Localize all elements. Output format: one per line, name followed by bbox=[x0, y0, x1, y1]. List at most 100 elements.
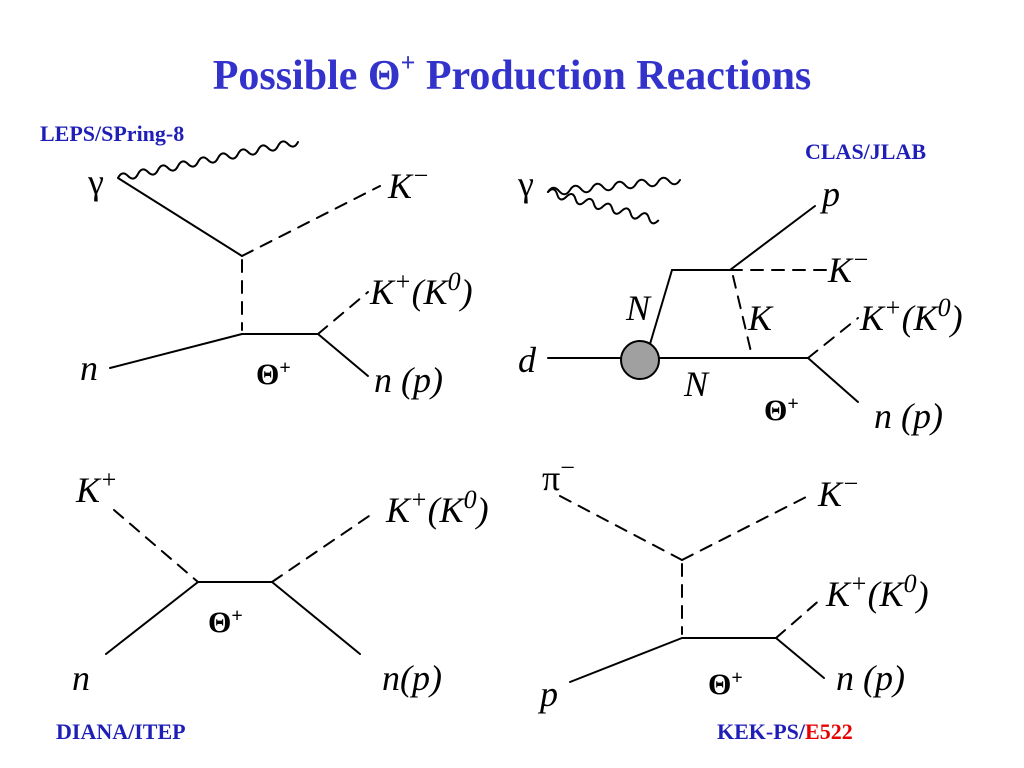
k-minus-label-kek-k: K bbox=[817, 474, 844, 514]
kaon-out-label-diana: K+(K0) bbox=[385, 485, 489, 530]
theta-label-kek-symbol: Θ bbox=[708, 668, 731, 701]
diagram-clas: γ p K− N K d N K+(K0) n (p) Θ+ bbox=[517, 164, 963, 436]
pi-minus-label-kek-pi: π bbox=[542, 458, 560, 498]
k-plus-in-label-diana-k: K bbox=[75, 470, 102, 510]
nucleon-out-line-diana bbox=[271, 581, 361, 655]
kaon-exchange-label-clas: K bbox=[747, 298, 774, 338]
gamma-label-clas: γ bbox=[517, 164, 534, 204]
diagram-kek: π− K− K+(K0) n (p) p Θ+ bbox=[537, 453, 929, 714]
k-plus-label-kek-sign: + bbox=[850, 569, 868, 598]
kaon-out-label-diana-zero: 0 bbox=[464, 485, 477, 514]
k-plus-label-kek-k: K bbox=[825, 574, 852, 614]
theta-label-diana: Θ+ bbox=[208, 605, 243, 639]
k-minus-label-leps-sign: − bbox=[412, 161, 430, 190]
gamma-label-leps: γ bbox=[87, 162, 104, 202]
k-plus-label-clas-zero: 0 bbox=[938, 293, 951, 322]
kaon-out-label-diana-close: ) bbox=[475, 490, 489, 530]
k-plus-in-label-diana: K+ bbox=[75, 465, 118, 510]
neutron-label-leps: n bbox=[80, 348, 98, 388]
kaon-exchange-line-clas bbox=[732, 275, 753, 357]
k-minus-label-leps-k: K bbox=[387, 166, 414, 206]
k-plus-label-clas-sign: + bbox=[884, 293, 902, 322]
title-main: Possible Θ bbox=[212, 53, 401, 99]
experiment-label-clas: CLAS/JLAB bbox=[805, 139, 927, 164]
k-minus-label-leps: K− bbox=[387, 161, 430, 206]
experiment-label-kek-prefix: KEK-PS/ bbox=[717, 719, 806, 744]
theta-label-leps-sign: + bbox=[279, 357, 290, 379]
title-rest: Production Reactions bbox=[415, 53, 812, 99]
nucleon-out-line-leps bbox=[317, 333, 369, 377]
experiment-label-kek-highlight: E522 bbox=[805, 719, 853, 744]
k-plus-label-leps-close: ) bbox=[459, 272, 473, 312]
k-plus-in-label-diana-sign: + bbox=[100, 465, 118, 494]
nucleon-label-upper-clas: N bbox=[625, 288, 652, 328]
pi-minus-in-line-kek bbox=[559, 495, 683, 561]
theta-label-clas: Θ+ bbox=[764, 393, 799, 427]
diagram-leps: γ K− K+(K0) n n (p) Θ+ bbox=[80, 140, 473, 400]
kaon-minus-line-leps bbox=[241, 185, 381, 257]
k-plus-label-kek: K+(K0) bbox=[825, 569, 929, 614]
theta-label-diana-symbol: Θ bbox=[208, 606, 231, 639]
pi-minus-label-kek-sign: − bbox=[560, 453, 575, 482]
k-plus-label-leps-k: K bbox=[369, 272, 396, 312]
kaon-out-line-diana bbox=[271, 513, 373, 583]
proton-in-line-kek bbox=[569, 637, 683, 683]
k-minus-label-clas: K− bbox=[827, 245, 870, 290]
k-minus-label-kek: K− bbox=[817, 469, 860, 514]
k-plus-label-leps-k0: (K bbox=[412, 272, 450, 312]
experiment-label-kek: KEK-PS/E522 bbox=[717, 719, 853, 745]
k-plus-label-clas-close: ) bbox=[949, 298, 963, 338]
deuteron-label-clas: d bbox=[518, 340, 537, 380]
nucleon-out-line-clas bbox=[807, 357, 859, 403]
k-plus-label-kek-zero: 0 bbox=[904, 569, 917, 598]
photon-wave-clas bbox=[547, 188, 660, 225]
photon-line-clas bbox=[547, 176, 681, 196]
nucleon-out-label-diana: n(p) bbox=[382, 658, 442, 698]
nucleon-out-line-kek bbox=[775, 637, 825, 679]
deuteron-blob-clas bbox=[620, 340, 660, 380]
k-plus-label-kek-close: ) bbox=[915, 574, 929, 614]
photon-line-leps bbox=[117, 140, 299, 257]
nucleon-label-lower-clas: N bbox=[683, 364, 710, 404]
k-plus-in-line-diana bbox=[113, 509, 199, 583]
kaon-out-label-diana-k0: (K bbox=[428, 490, 466, 530]
nucleon-out-label-kek: n (p) bbox=[836, 658, 905, 698]
neutron-in-line-diana bbox=[105, 581, 199, 655]
theta-label-clas-sign: + bbox=[787, 393, 798, 415]
proton-in-label-kek: p bbox=[537, 674, 558, 714]
kaon-plus-line-leps bbox=[317, 291, 369, 335]
pi-minus-label-kek: π− bbox=[542, 453, 575, 498]
theta-label-kek: Θ+ bbox=[708, 667, 743, 701]
kaon-out-label-diana-k: K bbox=[385, 490, 412, 530]
k-minus-label-kek-sign: − bbox=[842, 469, 860, 498]
k-plus-label-leps-zero: 0 bbox=[448, 267, 461, 296]
k-plus-label-clas-k0: (K bbox=[902, 298, 940, 338]
title-sup: + bbox=[400, 48, 416, 77]
nucleon-out-label-clas: n (p) bbox=[874, 396, 943, 436]
theta-label-leps: Θ+ bbox=[256, 357, 291, 391]
theta-label-diana-sign: + bbox=[231, 605, 242, 627]
kaon-plus-out-line-kek bbox=[775, 597, 823, 639]
proton-out-label-clas: p bbox=[819, 174, 840, 214]
k-plus-label-kek-k0: (K bbox=[868, 574, 906, 614]
k-plus-label-leps-sign: + bbox=[394, 267, 412, 296]
experiment-label-diana: DIANA/ITEP bbox=[56, 719, 186, 744]
k-plus-label-clas-k: K bbox=[859, 298, 886, 338]
theta-label-leps-symbol: Θ bbox=[256, 358, 279, 391]
page-title: Possible Θ+ Production Reactions bbox=[0, 48, 1024, 100]
nucleon-out-label-leps: n (p) bbox=[374, 360, 443, 400]
k-plus-label-leps: K+(K0) bbox=[369, 267, 473, 312]
neutron-label-diana: n bbox=[72, 658, 90, 698]
kaon-out-label-diana-sign: + bbox=[410, 485, 428, 514]
k-plus-label-clas: K+(K0) bbox=[859, 293, 963, 338]
k-minus-out-line-kek bbox=[681, 493, 813, 561]
theta-label-kek-sign: + bbox=[731, 667, 742, 689]
nucleon-spectator-line-clas bbox=[649, 269, 673, 345]
k-minus-label-clas-sign: − bbox=[852, 245, 870, 274]
experiment-label-leps: LEPS/SPring-8 bbox=[40, 121, 185, 146]
k-minus-label-clas-k: K bbox=[827, 250, 854, 290]
theta-label-clas-symbol: Θ bbox=[764, 394, 787, 427]
proton-out-line-clas bbox=[729, 205, 816, 271]
diagram-diana: K+ K+(K0) n n(p) Θ+ bbox=[72, 465, 489, 698]
